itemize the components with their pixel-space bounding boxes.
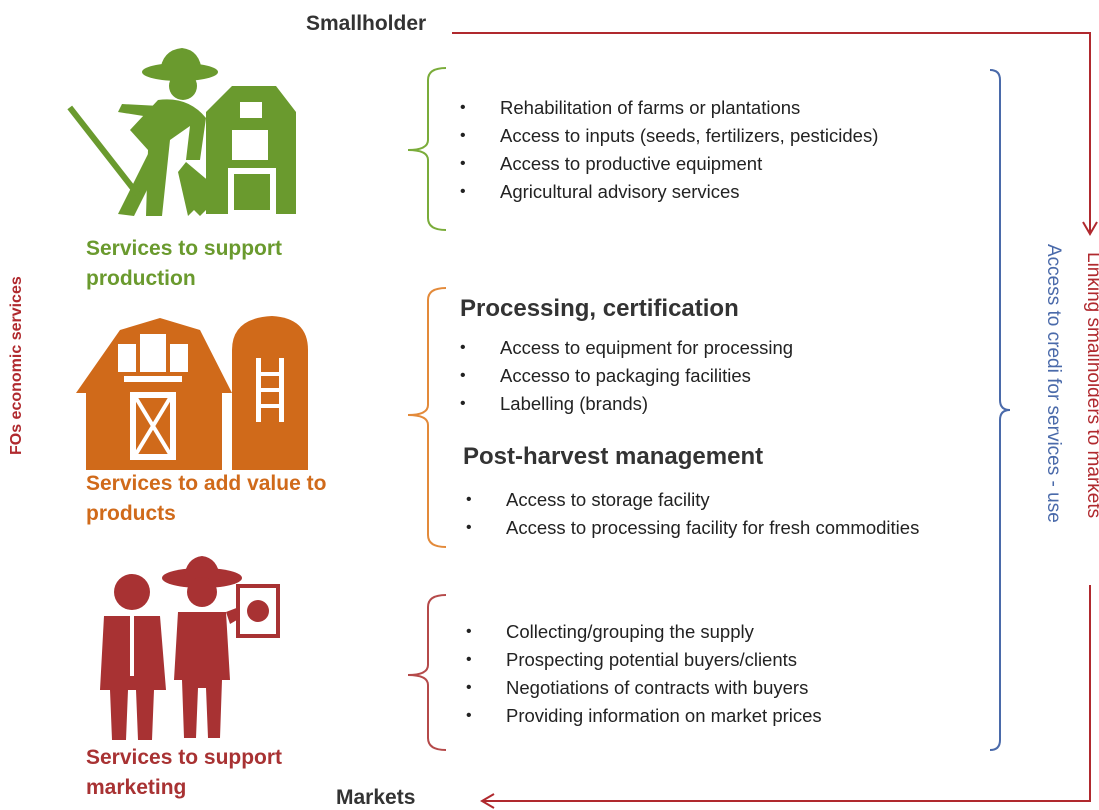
traders-handshake-icon [100,556,280,740]
processing-heading: Processing, certification [460,295,739,322]
list-item: Agricultural advisory services [460,178,878,206]
list-item: Access to inputs (seeds, fertilizers, pe… [460,122,878,150]
fos-economic-services-label: FOs economic services [8,276,25,455]
list-item: Providing information on market prices [466,702,822,730]
marketing-services-title: Services to support marketing [86,746,283,799]
markets-label: Markets [336,786,416,809]
barn-silo-icon [76,316,308,470]
marketing-list: Collecting/grouping the supply Prospecti… [466,618,822,730]
value-brace [407,287,447,548]
list-item: Prospecting potential buyers/clients [466,646,822,674]
list-item: Rehabilitation of farms or plantations [460,94,878,122]
list-item: Collecting/grouping the supply [466,618,822,646]
list-item: Negotiations of contracts with buyers [466,674,822,702]
marketing-brace [407,594,447,751]
processing-list: Access to equipment for processing Acces… [460,334,793,418]
postharvest-heading: Post-harvest management [463,443,764,470]
arrow-to-markets [480,585,1091,809]
farmer-pitchfork-barn-icon [67,48,296,216]
list-item: Access to equipment for processing [460,334,793,362]
arrow-smallholder-to-right [452,32,1098,236]
access-to-credit-label: Access to credi for services - use [1043,244,1064,523]
list-item: Labelling (brands) [460,390,793,418]
list-item: Access to storage facility [466,486,919,514]
list-item: Access to productive equipment [460,150,878,178]
production-services-title: Services to support production [86,237,283,290]
production-list: Rehabilitation of farms or plantations A… [460,94,878,206]
list-item: Access to processing facility for fresh … [466,514,919,542]
value-services-title: Services to add value to products [86,472,327,525]
postharvest-list: Access to storage facility Access to pro… [466,486,919,542]
credit-bracket [989,69,1011,751]
linking-smallholders-label: Linking smallholders to markets [1083,252,1099,519]
list-item: Accesso to packaging facilities [460,362,793,390]
smallholder-label: Smallholder [306,12,427,35]
production-brace [407,67,447,231]
